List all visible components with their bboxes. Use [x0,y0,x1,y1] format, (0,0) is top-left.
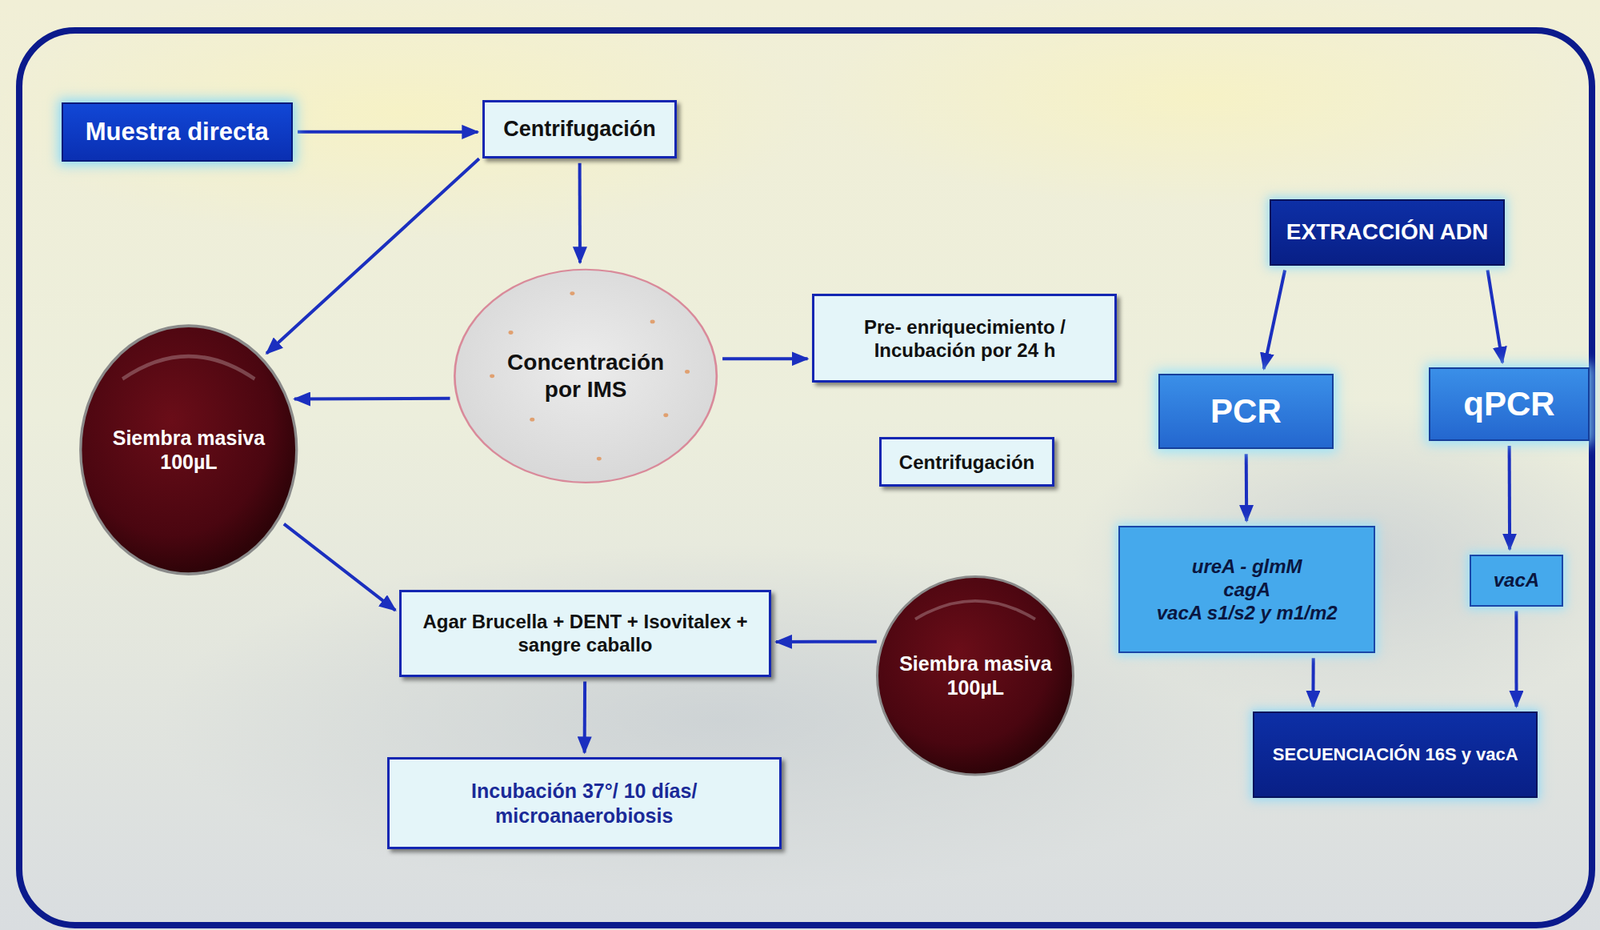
node-label: Centrifugación [899,450,1035,474]
arrow-connector [266,158,480,353]
gene-targets-box: ureA - glmMcagAvacA s1/s2 y m1/m2 [1118,525,1376,653]
bead-dot [529,417,535,422]
ims-shape [452,267,720,485]
bead-dot [569,291,575,296]
node-label: SECUENCIACIÓN 16S y vacA [1272,744,1519,766]
plate-glare [915,600,1036,620]
process-box: Centrifugación [482,100,676,159]
background-blur [0,0,816,240]
text-block: Siembra masiva 100µL [895,651,1056,700]
node-label: Centrifugación [503,116,656,143]
method-box: qPCR [1428,367,1591,441]
arrow-connector [1508,445,1512,550]
node-label: PCR [1210,390,1282,432]
method-box: PCR [1158,373,1334,449]
text-block: EXTRACCIÓN ADN [1286,218,1489,246]
arrow-connector [1514,611,1518,707]
node-label: vacA [1493,568,1540,592]
arrow-connector [776,640,877,644]
text-block: Concentración por IMS [489,348,682,404]
bead-dot [508,330,514,335]
incubation-box: Incubación 37°/ 10 días/ microanaerobios… [387,756,782,849]
arrow-connector [722,356,808,360]
ims-circle: Concentración por IMS [452,267,720,485]
text-block: SECUENCIACIÓN 16S y vacA [1272,744,1519,766]
plate-shape [875,574,1076,777]
node-label: Incubación 37°/ 10 días/ microanaerobios… [400,778,768,828]
bead-dot [684,369,690,374]
frame-border [19,30,1592,925]
agar-plate: Siembra masiva 100µL [78,323,300,576]
text-block: Muestra directa [85,116,269,148]
arrow-connector [578,163,582,264]
process-box: Centrifugación [879,436,1054,488]
arrow-connector [1264,270,1285,370]
bead-dot [663,412,668,417]
extraction-box: EXTRACCIÓN ADN [1269,199,1506,266]
node-label: Pre- enriquecimiento / Incubación por 24… [825,315,1104,363]
arrow-connector [284,524,396,611]
text-block: Incubación 37°/ 10 días/ microanaerobios… [400,778,768,828]
node-label: Siembra masiva 100µL [104,425,273,475]
node-label: ureA - glmM [1156,554,1338,578]
bead-dot [489,374,495,379]
arrow-connector [1244,453,1249,521]
ims-body [454,269,716,483]
arrow-connector [294,396,451,401]
plate-body [877,576,1074,775]
text-block: PCR [1210,390,1282,432]
node-label: Muestra directa [85,116,269,148]
node-label: qPCR [1463,383,1555,424]
node-label: vacA s1/s2 y m1/m2 [1156,600,1338,624]
arrow-connector [1311,657,1315,707]
node-label: cagA [1156,577,1338,601]
sequencing-box: SECUENCIACIÓN 16S y vacA [1252,711,1538,798]
sample-box: Muestra directa [61,102,294,162]
text-block: qPCR [1463,383,1555,424]
node-label: Agar Brucella + DENT + Isovitalex + sang… [411,609,760,657]
text-block: ureA - glmMcagAvacA s1/s2 y m1/m2 [1156,554,1338,625]
node-label: Concentración por IMS [489,348,682,404]
arrow-connector [583,681,588,753]
medium-box: Agar Brucella + DENT + Isovitalex + sang… [399,589,772,676]
arrow-connector [297,130,478,134]
plate-shape [78,323,300,576]
node-label: Siembra masiva 100µL [895,651,1056,700]
bead-dot [596,456,602,461]
text-block: Centrifugación [899,450,1035,474]
plate-body [80,325,297,574]
background-blur [1072,400,1600,720]
text-block: Agar Brucella + DENT + Isovitalex + sang… [411,609,760,657]
bead-dot [650,320,656,324]
text-block: vacA [1493,568,1540,592]
process-box: Pre- enriquecimiento / Incubación por 24… [812,293,1117,383]
text-block: Centrifugación [503,116,656,143]
gene-target-box: vacA [1469,554,1564,607]
text-block: Siembra masiva 100µL [104,425,273,475]
agar-plate: Siembra masiva 100µL [875,574,1076,777]
arrow-connector [1488,270,1504,364]
text-block: Pre- enriquecimiento / Incubación por 24… [825,315,1104,363]
node-label: EXTRACCIÓN ADN [1286,218,1489,246]
plate-glare [122,356,255,379]
